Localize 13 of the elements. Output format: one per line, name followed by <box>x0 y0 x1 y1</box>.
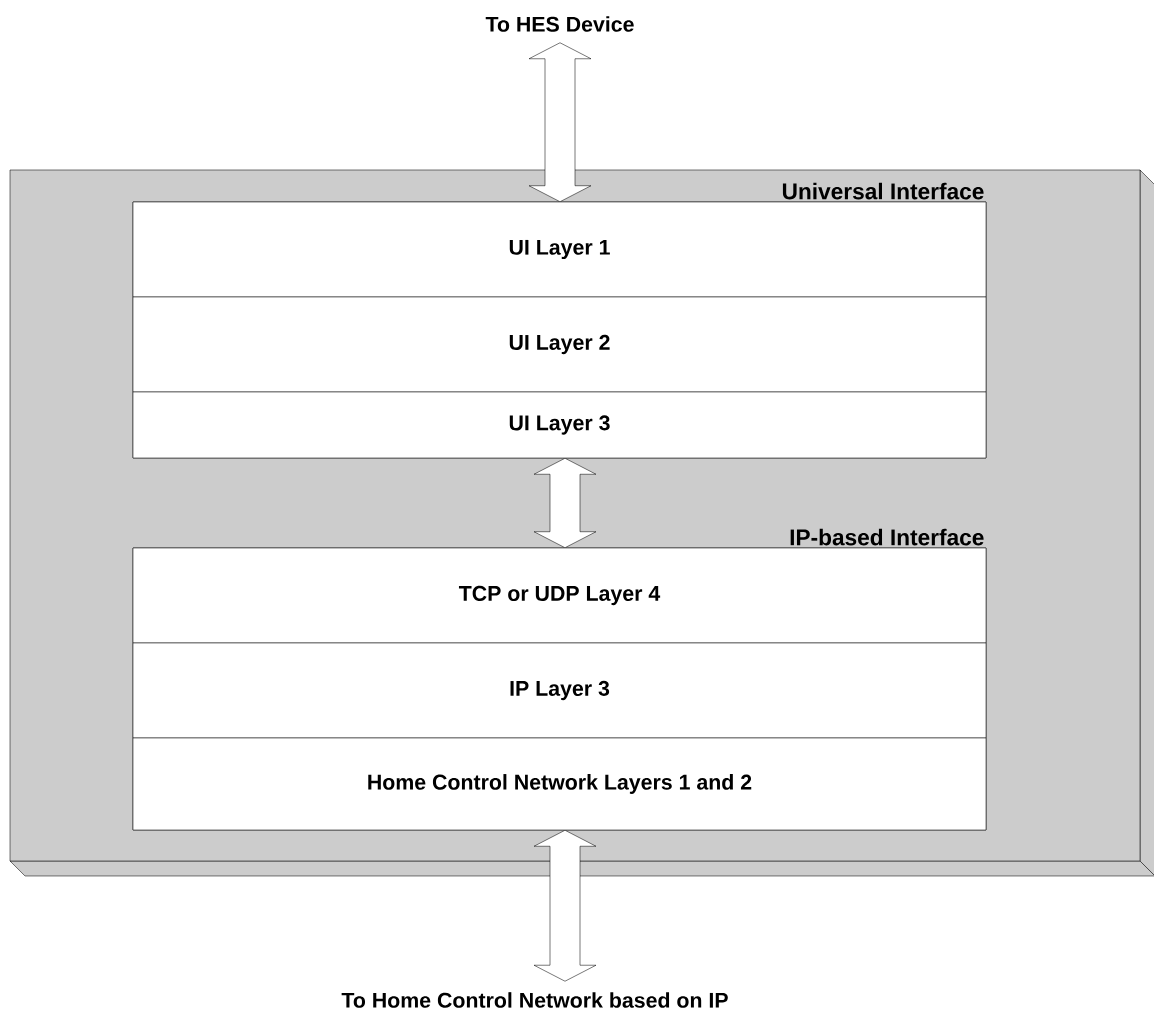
layer-box: UI Layer 2 <box>132 296 987 393</box>
end-label: To HES Device <box>485 16 634 32</box>
double-arrow <box>528 42 592 202</box>
layer-box: TCP or UDP Layer 4 <box>132 547 987 644</box>
double-arrow <box>533 458 597 548</box>
node-label: Universal Interface <box>782 182 984 200</box>
layer-box: UI Layer 3 <box>132 391 987 459</box>
end-label: To Home Control Network based on IP <box>341 992 728 1008</box>
double-arrow <box>533 830 597 982</box>
layer-box: UI Layer 1 <box>132 201 987 298</box>
layer-box: Home Control Network Layers 1 and 2 <box>132 737 987 831</box>
layer-box: IP Layer 3 <box>132 642 987 739</box>
node-label: IP-based Interface <box>790 528 984 546</box>
